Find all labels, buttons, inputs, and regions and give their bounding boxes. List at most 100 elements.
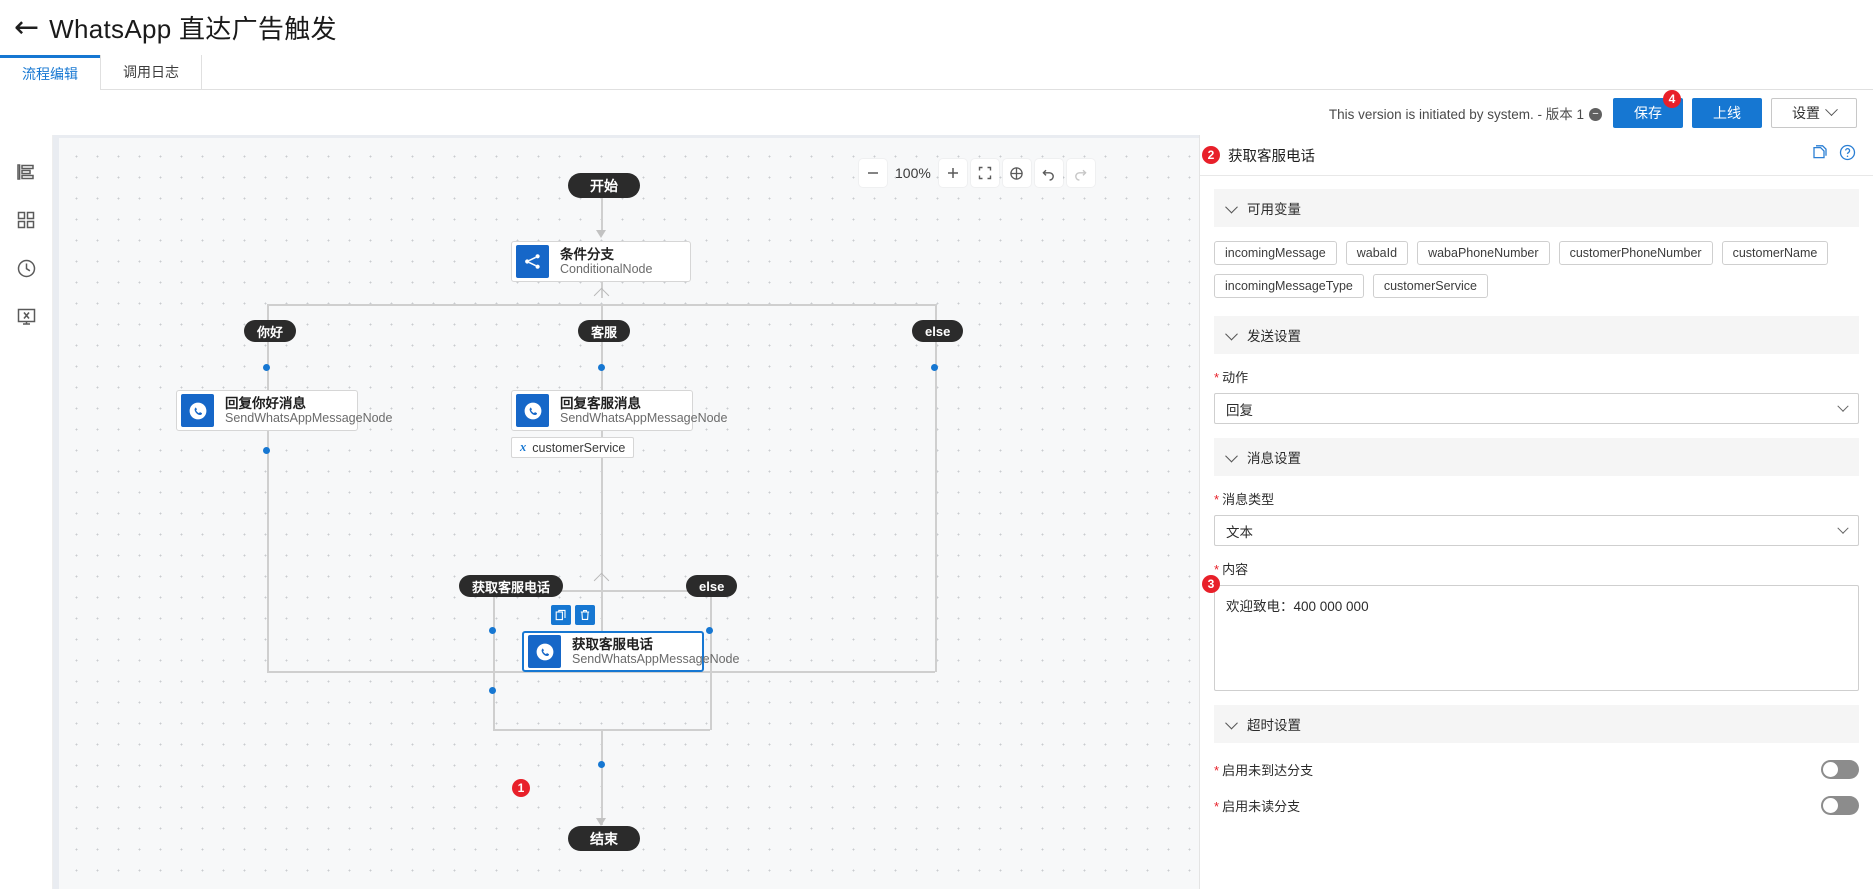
page-header: ← WhatsApp 直达广告触发	[0, 0, 1873, 55]
tab-call-log[interactable]: 调用日志	[100, 55, 202, 89]
variable-tag[interactable]: incomingMessageType	[1214, 274, 1364, 298]
message-type-select-value: 文本	[1226, 524, 1253, 540]
field-action: *动作 回复	[1200, 354, 1873, 424]
publish-button[interactable]: 上线	[1692, 97, 1762, 128]
node-start[interactable]: 开始	[568, 173, 640, 198]
edge-dot-end-in	[598, 761, 605, 768]
tab-flow-editor[interactable]: 流程编辑	[0, 55, 101, 90]
chevron-down-icon	[1225, 449, 1238, 462]
variables-icon[interactable]	[13, 303, 39, 329]
edge-inner-bus-top	[493, 590, 710, 592]
node-get-phone-text: 获取客服电话 SendWhatsAppMessageNode	[561, 637, 751, 667]
edge-to-end	[601, 729, 603, 825]
label-undelivered-branch: *启用未到达分支	[1214, 763, 1314, 778]
arrow-to-end	[596, 818, 606, 826]
help-circle-icon[interactable]	[1839, 144, 1856, 166]
node-hello-reply-title: 回复你好消息	[225, 395, 306, 411]
caret-conditional	[593, 287, 610, 304]
message-type-select[interactable]: 文本	[1214, 515, 1859, 546]
node-conditional[interactable]: 条件分支 ConditionalNode	[511, 241, 691, 282]
undo-button[interactable]	[1034, 159, 1063, 187]
canvas-wrapper: 100%	[53, 135, 1199, 889]
edge-dot-hello	[263, 364, 270, 371]
branch-label-service[interactable]: 客服	[578, 320, 631, 342]
edge-branch-right-rail	[935, 304, 937, 672]
left-rail	[0, 135, 53, 889]
flow-canvas[interactable]: 100%	[59, 138, 1199, 889]
branch-label-else-inner[interactable]: else	[686, 575, 738, 597]
edge-dot-getphone-out	[489, 687, 496, 694]
field-action-label: *动作	[1214, 370, 1249, 385]
toggle-unread-branch[interactable]	[1821, 796, 1859, 815]
toolbar: This version is initiated by system. - 版…	[0, 90, 1873, 135]
copy-icon[interactable]	[551, 605, 571, 625]
toggle-knob	[1823, 798, 1838, 813]
variable-tag[interactable]: customerPhoneNumber	[1558, 241, 1713, 265]
edge-dot-hello-out	[263, 447, 270, 454]
section-timeout-settings-header[interactable]: 超时设置	[1214, 705, 1859, 743]
components-grid-icon[interactable]	[13, 207, 39, 233]
annotation-badge-4: 4	[1663, 90, 1681, 108]
chevron-down-icon	[1225, 327, 1238, 340]
back-arrow-icon[interactable]: ←	[14, 9, 40, 45]
annotation-badge-1: 1	[512, 779, 530, 797]
panel-header-actions	[1811, 144, 1856, 166]
node-hello-reply-text: 回复你好消息 SendWhatsAppMessageNode	[214, 396, 404, 426]
variable-tag[interactable]: customerService	[1372, 274, 1488, 298]
version-status-text: This version is initiated by system. - 版…	[1329, 103, 1602, 123]
redo-button[interactable]	[1066, 159, 1095, 187]
zoom-out-button[interactable]	[859, 159, 887, 187]
node-end[interactable]: 结束	[568, 826, 640, 851]
outline-icon[interactable]	[13, 159, 39, 185]
required-marker: *	[1214, 799, 1220, 814]
section-variables-header[interactable]: 可用变量	[1214, 189, 1859, 227]
chevron-down-icon	[1225, 200, 1238, 213]
section-message-settings-title: 消息设置	[1247, 451, 1301, 466]
branch-label-get-phone[interactable]: 获取客服电话	[459, 575, 564, 597]
branch-icon	[516, 245, 549, 278]
zoom-in-button[interactable]	[938, 159, 967, 187]
section-send-settings-header[interactable]: 发送设置	[1214, 316, 1859, 354]
document-icon[interactable]	[1811, 144, 1828, 166]
node-get-phone[interactable]: 获取客服电话 SendWhatsAppMessageNode	[522, 631, 739, 672]
chevron-down-icon	[1225, 716, 1238, 729]
history-clock-icon[interactable]	[13, 255, 39, 281]
node-conditional-title: 条件分支	[560, 246, 614, 262]
action-select[interactable]: 回复	[1214, 393, 1859, 424]
content-textarea[interactable]: 欢迎致电：400 000 000	[1214, 585, 1859, 691]
node-service-reply-subtitle: SendWhatsAppMessageNode	[560, 411, 728, 426]
variable-chip-label: customerService	[532, 440, 626, 455]
required-marker: *	[1214, 492, 1220, 507]
node-service-reply[interactable]: 回复客服消息 SendWhatsAppMessageNode	[511, 390, 727, 431]
caret-inner-group	[593, 572, 610, 589]
branch-label-else-top[interactable]: else	[912, 320, 964, 342]
whatsapp-icon	[516, 394, 549, 427]
variable-tag[interactable]: wabaPhoneNumber	[1417, 241, 1550, 265]
edge-inner-right-rail	[710, 590, 712, 730]
trash-icon[interactable]	[575, 605, 595, 625]
settings-button[interactable]: 设置	[1771, 97, 1857, 128]
variable-tag[interactable]: wabaId	[1345, 241, 1409, 265]
variable-tag[interactable]: customerName	[1721, 241, 1829, 265]
whatsapp-icon	[181, 394, 214, 427]
fit-screen-button[interactable]	[970, 159, 999, 187]
zoom-level-label: 100%	[895, 165, 931, 181]
variable-tag[interactable]: incomingMessage	[1214, 241, 1337, 265]
toggle-undelivered-branch[interactable]	[1821, 760, 1859, 779]
minus-circle-icon: −	[1589, 108, 1602, 122]
node-hello-reply[interactable]: 回复你好消息 SendWhatsAppMessageNode	[176, 390, 392, 431]
annotation-badge-2: 2	[1202, 146, 1220, 164]
properties-panel: 2 获取客服电话	[1199, 135, 1873, 889]
canvas-zoom-toolbar: 100%	[859, 159, 1095, 187]
edge-branch-left-rail	[267, 304, 269, 672]
label-unread-branch: *启用未读分支	[1214, 799, 1301, 814]
section-variables-title: 可用变量	[1247, 202, 1301, 217]
variable-chip-customer-service[interactable]: x customerService	[511, 437, 635, 458]
branch-label-hello[interactable]: 你好	[244, 320, 297, 342]
recenter-button[interactable]	[1002, 159, 1031, 187]
section-message-settings-header[interactable]: 消息设置	[1214, 438, 1859, 476]
toggle-knob	[1823, 762, 1838, 777]
panel-header: 2 获取客服电话	[1200, 135, 1873, 176]
panel-body: 可用变量 incomingMessage wabaId wabaPhoneNum…	[1200, 176, 1873, 889]
edge-dot-else-top	[931, 364, 938, 371]
